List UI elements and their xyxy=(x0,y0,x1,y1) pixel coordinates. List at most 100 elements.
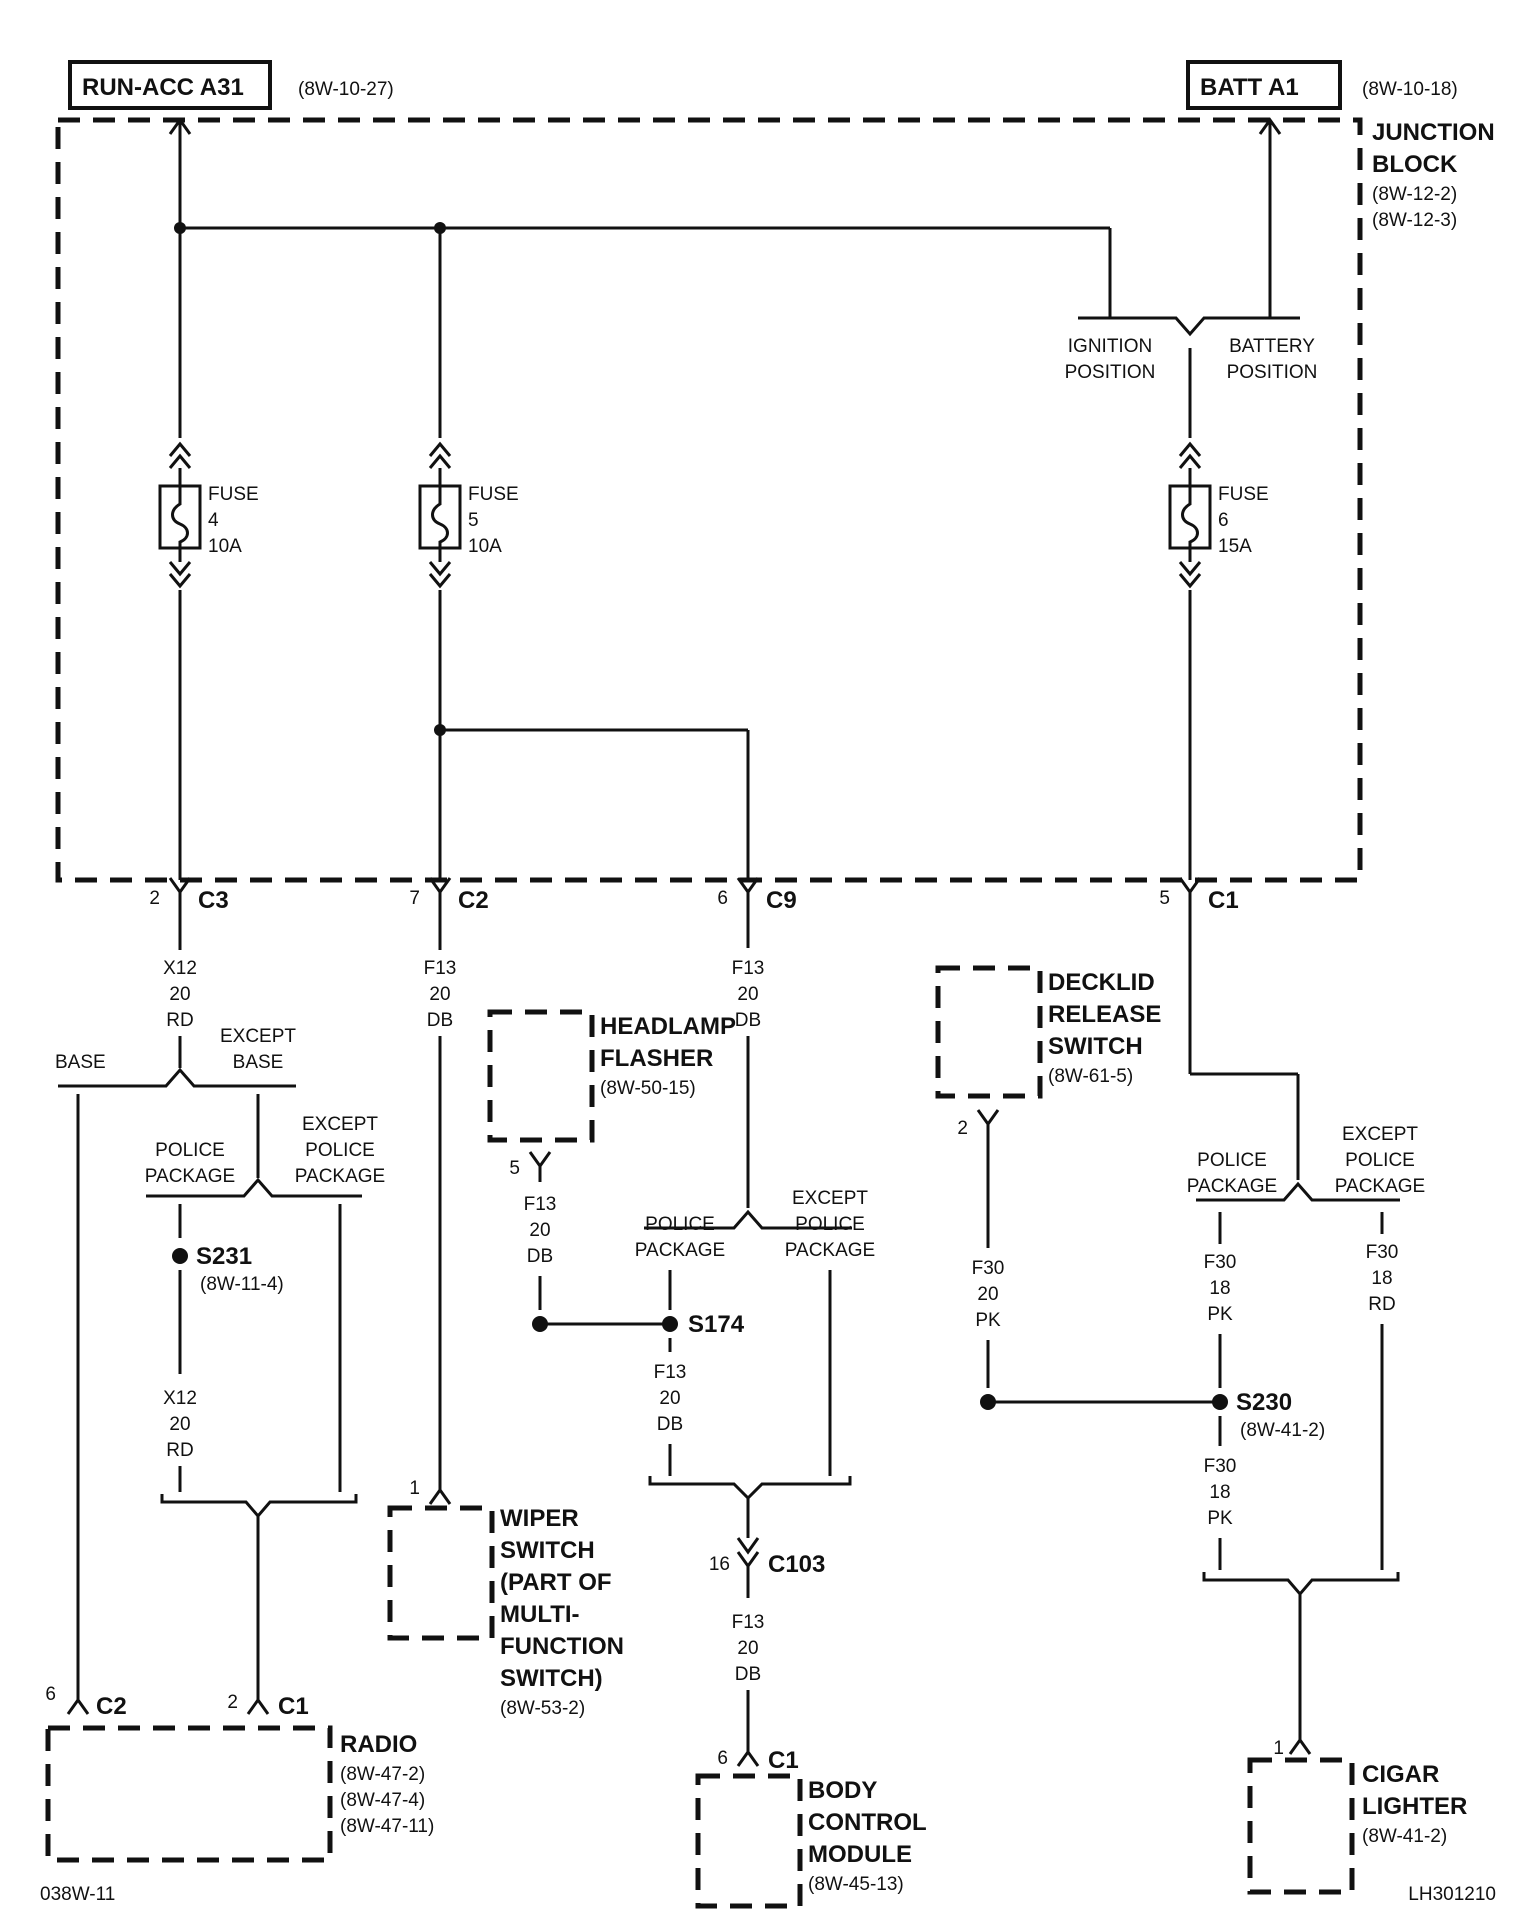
decklid-line-1: DECKLID xyxy=(1048,969,1155,996)
wire-f13-c9-circuit: F13 xyxy=(732,958,765,979)
wire-f30-decklid-color: PK xyxy=(975,1310,1001,1331)
wire-x12-s231-circuit: X12 xyxy=(163,1388,197,1409)
wiper-circuit: F13 20 DB 1 xyxy=(409,892,456,1505)
wire-f13-bcm-circuit: F13 xyxy=(732,1612,765,1633)
wire-f30-police-gauge: 18 xyxy=(1209,1278,1230,1299)
wire-f13-c9-gauge: 20 xyxy=(737,984,758,1005)
headlamp-flasher-circuit: 5 F13 20 DB xyxy=(509,1151,670,1332)
wire-x12-circuit: X12 xyxy=(163,958,197,979)
branch-except-police-1: EXCEPT xyxy=(302,1114,378,1135)
ignition-position-2: POSITION xyxy=(1065,362,1156,383)
splice-s174-dot xyxy=(662,1316,678,1332)
bcm-circuit: F13 20 DB POLICE PACKAGE EXCEPT POLICE P… xyxy=(635,892,875,1774)
headlamp-pin: 5 xyxy=(509,1158,520,1179)
s174-branch-except-police-3: PACKAGE xyxy=(785,1240,875,1261)
splice-s174-name: S174 xyxy=(688,1311,745,1338)
run-acc-a31-source: RUN-ACC A31 (8W-10-27) xyxy=(68,60,394,110)
headlamp-flasher-ref: (8W-50-15) xyxy=(600,1078,696,1099)
wire-f30-police-color: PK xyxy=(1207,1304,1233,1325)
radio-c1-pin: 2 xyxy=(227,1692,238,1713)
junction-block-title-2: BLOCK xyxy=(1372,151,1458,178)
bcm-c1-pin: 6 xyxy=(717,1748,728,1769)
wiper-line-3: (PART OF xyxy=(500,1569,612,1596)
branch-except-base-2: BASE xyxy=(233,1052,284,1073)
radio-component: RADIO (8W-47-2) (8W-47-4) (8W-47-11) xyxy=(45,1725,434,1863)
wire-f13-c9-color: DB xyxy=(735,1010,761,1031)
wiper-line-2: SWITCH xyxy=(500,1537,595,1564)
connector-c1-jb-pin: 5 xyxy=(1159,888,1170,909)
s230-branch-except-police-3: PACKAGE xyxy=(1335,1176,1425,1197)
radio-c2-pin: 6 xyxy=(45,1684,56,1705)
wire-f13-c2-color: DB xyxy=(427,1010,453,1031)
wire-f13-headlamp-gauge: 20 xyxy=(529,1220,550,1241)
c103-name: C103 xyxy=(768,1551,825,1578)
decklid-circuit: 2 F30 20 PK xyxy=(957,1109,1220,1410)
fuse-6: FUSE 6 15A xyxy=(1168,441,1269,589)
connector-c2-jb-pin: 7 xyxy=(409,888,420,909)
radio-c2-name: C2 xyxy=(96,1693,127,1720)
bcm-line-1: BODY xyxy=(808,1777,877,1804)
s230-branch-except-police-2: POLICE xyxy=(1345,1150,1415,1171)
bcm-ref: (8W-45-13) xyxy=(808,1874,904,1895)
wire-f13-headlamp-circuit: F13 xyxy=(524,1194,557,1215)
wire-x12-s231-color: RD xyxy=(166,1440,193,1461)
run-acc-ref: (8W-10-27) xyxy=(298,79,394,100)
s230-branch-except-police-1: EXCEPT xyxy=(1342,1124,1418,1145)
radio-title: RADIO xyxy=(340,1731,417,1758)
cigar-lighter-circuit: POLICE PACKAGE EXCEPT POLICE PACKAGE F30… xyxy=(1187,892,1425,1759)
s230-branch-police-2: PACKAGE xyxy=(1187,1176,1277,1197)
wire-f30-police-circuit: F30 xyxy=(1204,1252,1237,1273)
wire-f13-bcm-color: DB xyxy=(735,1664,761,1685)
splice-s231-ref: (8W-11-4) xyxy=(200,1274,284,1295)
decklid-ref: (8W-61-5) xyxy=(1048,1066,1133,1087)
s174-branch-except-police-1: EXCEPT xyxy=(792,1188,868,1209)
wire-f30-s230-color: PK xyxy=(1207,1508,1233,1529)
wire-f13-s174-gauge: 20 xyxy=(659,1388,680,1409)
junction-block: JUNCTION BLOCK (8W-12-2) (8W-12-3) xyxy=(55,117,1495,883)
cigar-line-1: CIGAR xyxy=(1362,1761,1439,1788)
splice-s231-name: S231 xyxy=(196,1243,252,1270)
batt-a1-source: BATT A1 (8W-10-18) xyxy=(1186,60,1458,110)
battery-position-1: BATTERY xyxy=(1229,336,1315,357)
wire-f30-decklid-circuit: F30 xyxy=(972,1258,1005,1279)
cigar-pin: 1 xyxy=(1273,1738,1284,1759)
s174-branch-police-1: POLICE xyxy=(645,1214,715,1235)
connector-c1-jb: 5 C1 xyxy=(1159,877,1239,914)
fuse-4-number: 4 xyxy=(208,510,219,531)
fuse-5-rating: 10A xyxy=(468,536,502,557)
s230-branch-police-1: POLICE xyxy=(1197,1150,1267,1171)
headlamp-flasher-line-2: FLASHER xyxy=(600,1045,713,1072)
radio-c1-name: C1 xyxy=(278,1693,309,1720)
wiper-ref: (8W-53-2) xyxy=(500,1698,585,1719)
wire-f13-bcm-gauge: 20 xyxy=(737,1638,758,1659)
fuse-4-label: FUSE xyxy=(208,484,259,505)
radio-ref-1: (8W-47-2) xyxy=(340,1764,425,1785)
branch-except-police-2: POLICE xyxy=(305,1140,375,1161)
splice-s231-dot xyxy=(172,1248,188,1264)
connector-c9: 6 C9 xyxy=(717,877,797,914)
wire-f13-s174-circuit: F13 xyxy=(654,1362,687,1383)
wiper-line-1: WIPER xyxy=(500,1505,579,1532)
wire-f30-except-color: RD xyxy=(1368,1294,1395,1315)
batt-ref: (8W-10-18) xyxy=(1362,79,1458,100)
wire-f30-except-circuit: F30 xyxy=(1366,1242,1399,1263)
bcm-line-2: CONTROL xyxy=(808,1809,927,1836)
fuse-5-number: 5 xyxy=(468,510,479,531)
fuse-5-label: FUSE xyxy=(468,484,519,505)
wiper-switch-component: WIPER SWITCH (PART OF MULTI- FUNCTION SW… xyxy=(387,1505,624,1719)
radio-circuit: X12 20 RD BASE EXCEPT BASE POLICE PACKAG… xyxy=(45,892,385,1720)
fuse-6-label: FUSE xyxy=(1218,484,1269,505)
wire-f13-c2-gauge: 20 xyxy=(429,984,450,1005)
wire-f13-s174-color: DB xyxy=(657,1414,683,1435)
cigar-ref: (8W-41-2) xyxy=(1362,1826,1447,1847)
c103-pin: 16 xyxy=(709,1554,730,1575)
fuse-4-rating: 10A xyxy=(208,536,242,557)
cigar-lighter-component: CIGAR LIGHTER (8W-41-2) xyxy=(1247,1757,1467,1895)
wiper-line-5: FUNCTION xyxy=(500,1633,624,1660)
headlamp-flasher-component: HEADLAMP FLASHER (8W-50-15) xyxy=(487,1009,736,1143)
footer-right-code: LH301210 xyxy=(1408,1884,1496,1905)
wiper-line-4: MULTI- xyxy=(500,1601,580,1628)
branch-police-1: POLICE xyxy=(155,1140,225,1161)
junction-block-ref-1: (8W-12-2) xyxy=(1372,184,1457,205)
